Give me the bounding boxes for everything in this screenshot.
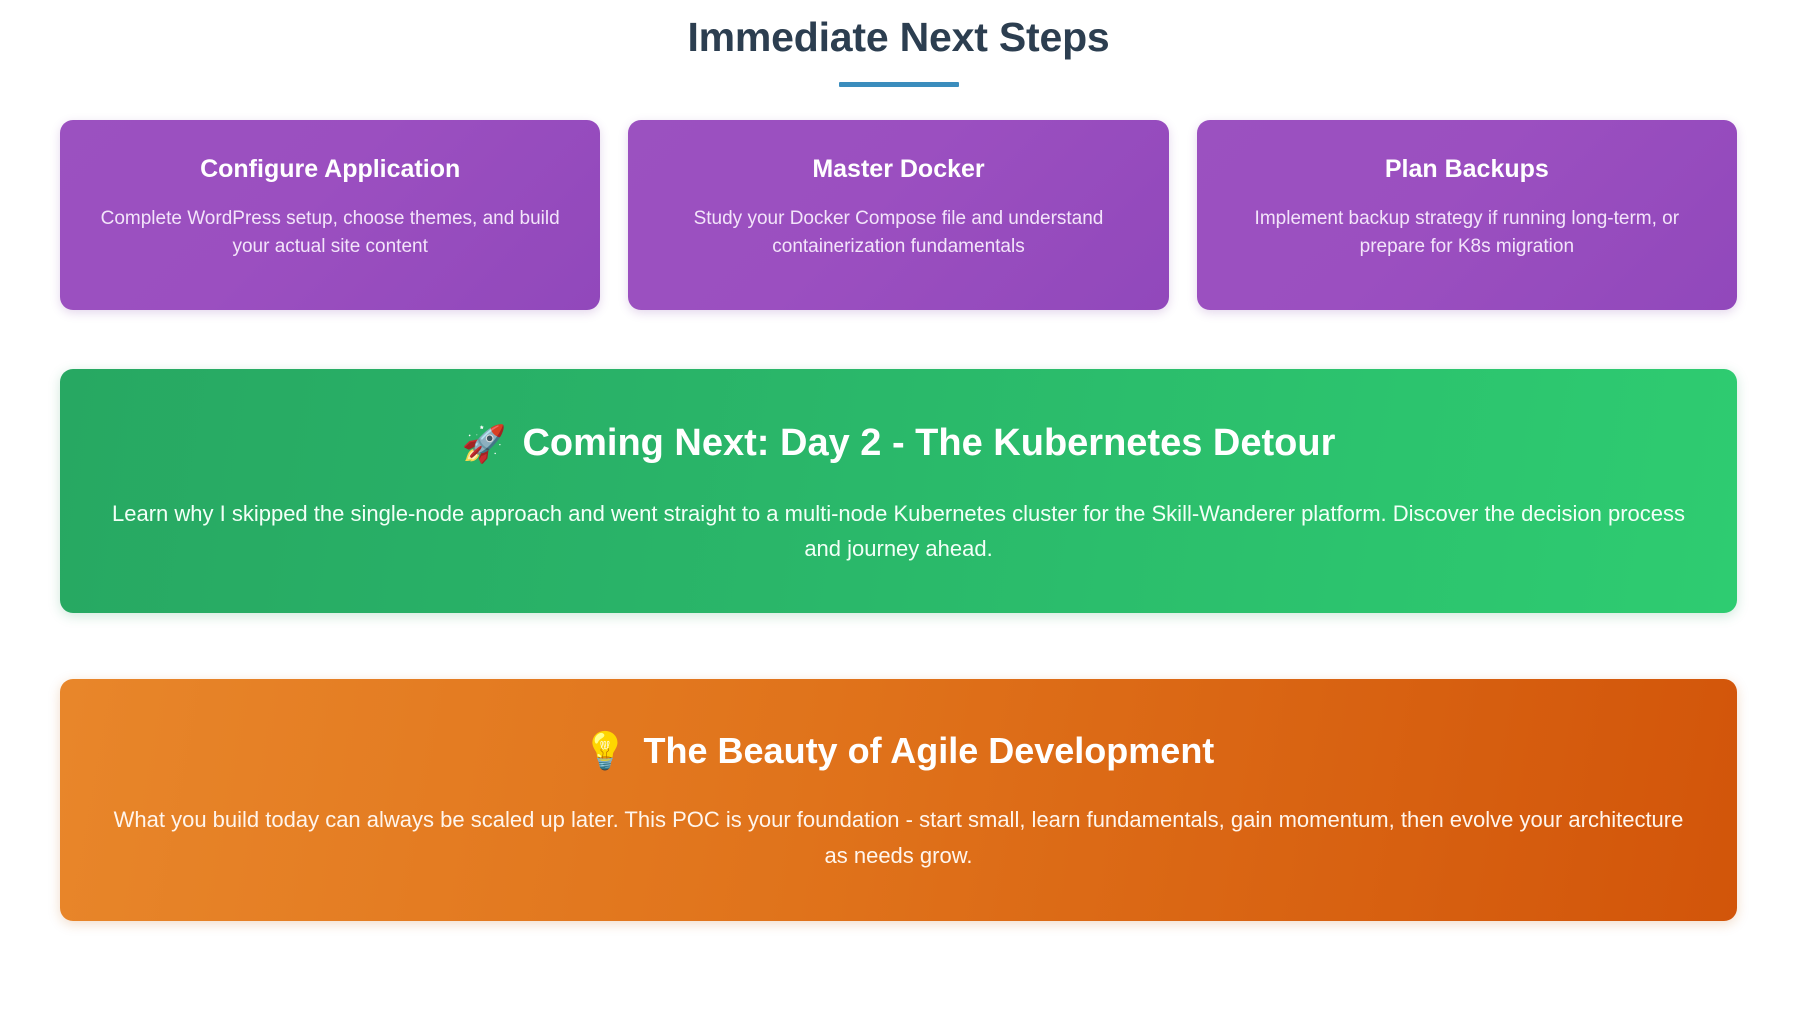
step-card-description: Complete WordPress setup, choose themes,… xyxy=(100,208,560,257)
banner-body-text: What you build today can always be scale… xyxy=(113,807,1684,868)
title-underline-divider xyxy=(838,82,959,88)
lightbulb-icon: 💡 xyxy=(582,729,628,771)
banner-heading: 🚀 Coming Next: Day 2 - The Kubernetes De… xyxy=(110,421,1687,467)
section-header: Immediate Next Steps xyxy=(0,0,1797,88)
step-card-title: Configure Application xyxy=(200,155,461,184)
rocket-icon: 🚀 xyxy=(461,422,507,464)
step-card-plan-backups[interactable]: Plan Backups Implement backup strategy i… xyxy=(1196,120,1737,311)
step-card-master-docker[interactable]: Master Docker Study your Docker Compose … xyxy=(628,120,1169,311)
banner-heading-text: Coming Next: Day 2 - The Kubernetes Deto… xyxy=(522,422,1336,465)
banner-body-text: Learn why I skipped the single-node appr… xyxy=(112,500,1685,562)
step-card-description: Implement backup strategy if running lon… xyxy=(1254,208,1680,257)
step-card-description: Study your Docker Compose file and under… xyxy=(693,208,1104,257)
page-title: Immediate Next Steps xyxy=(687,14,1110,60)
next-steps-card-row: Configure Application Complete WordPress… xyxy=(0,120,1797,311)
banner-heading: 💡 The Beauty of Agile Development xyxy=(110,729,1687,772)
step-card-title: Plan Backups xyxy=(1384,155,1549,184)
banner-coming-next: 🚀 Coming Next: Day 2 - The Kubernetes De… xyxy=(60,369,1737,613)
banner-heading-text: The Beauty of Agile Development xyxy=(643,729,1215,771)
step-card-title: Master Docker xyxy=(812,155,985,184)
banner-agile-beauty: 💡 The Beauty of Agile Development What y… xyxy=(60,678,1737,922)
step-card-configure-application[interactable]: Configure Application Complete WordPress… xyxy=(60,120,601,311)
